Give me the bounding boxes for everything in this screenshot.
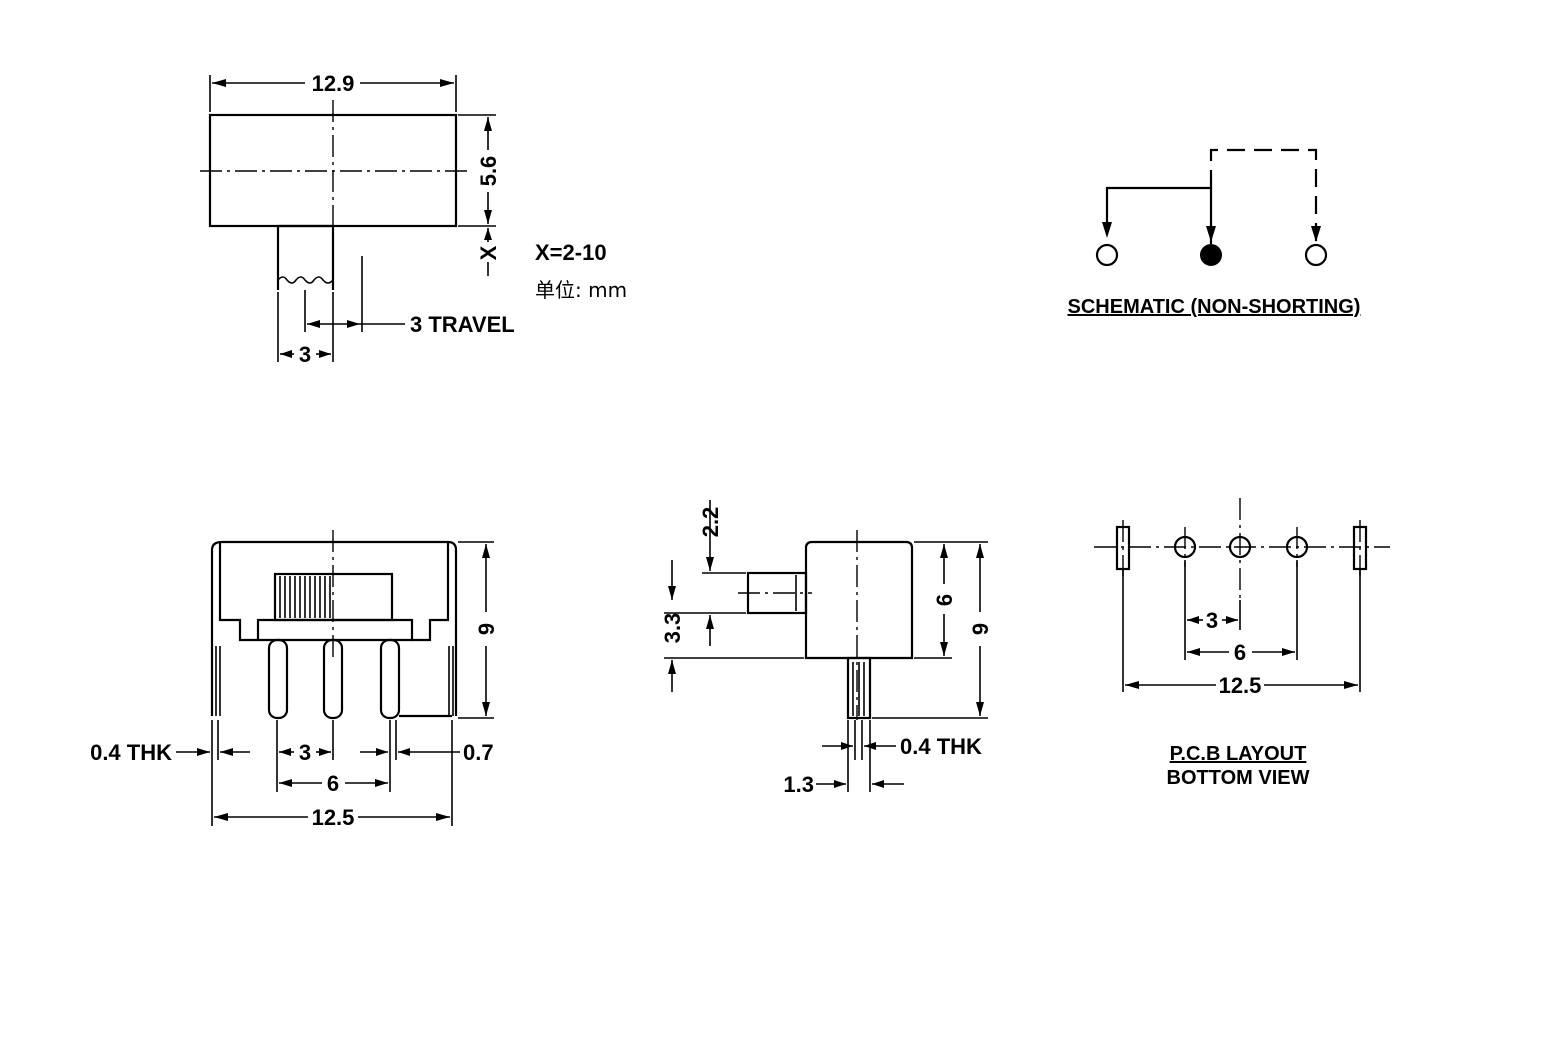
schematic: SCHEMATIC (NON-SHORTING) xyxy=(1068,148,1361,318)
pcb-pitch-label: 3 xyxy=(1206,608,1218,633)
x-range-note: X=2-10 xyxy=(535,240,607,265)
top-view: 12.9 5.6 X 3 TRAVEL 3 xyxy=(200,71,515,367)
travel-label: 3 TRAVEL xyxy=(410,312,515,337)
side-thickness-label: 0.4 THK xyxy=(900,734,982,759)
side-pin-w-label: 1.3 xyxy=(783,772,814,797)
side-actuator-len-label: 2.2 xyxy=(698,507,723,538)
dim-height-label: 5.6 xyxy=(476,156,501,187)
schematic-title: SCHEMATIC (NON-SHORTING) xyxy=(1068,296,1361,318)
front-pin-width-label: 0.7 xyxy=(463,740,494,765)
dim-width-label: 12.9 xyxy=(312,71,355,96)
pcb-layout: 3 6 12.5 P.C.B LAYOUT BOTTOM VIEW xyxy=(1094,498,1390,789)
front-view: 9 0.4 THK 3 0.7 6 12 xyxy=(90,530,499,830)
pcb-overall-label: 12.5 xyxy=(1219,673,1262,698)
pcb-title-line1: P.C.B LAYOUT xyxy=(1170,743,1307,765)
dim-actuator-label: X xyxy=(476,245,501,260)
front-height-label: 9 xyxy=(474,623,499,635)
side-view: 2.2 3.3 6 9 0.4 THK xyxy=(660,500,993,797)
dim-actuator-width-label: 3 xyxy=(299,342,311,367)
side-body-h-label: 6 xyxy=(932,594,957,606)
front-span-label: 6 xyxy=(327,771,339,796)
side-total-h-label: 9 xyxy=(968,623,993,635)
front-thickness-label: 0.4 THK xyxy=(90,740,172,765)
pcb-span-label: 6 xyxy=(1234,640,1246,665)
front-pitch-label: 3 xyxy=(299,740,311,765)
pcb-title-line2: BOTTOM VIEW xyxy=(1167,767,1310,789)
front-overall-label: 12.5 xyxy=(312,805,355,830)
side-actuator-h-label: 3.3 xyxy=(660,613,685,644)
unit-note: 单位: mm xyxy=(535,278,627,302)
